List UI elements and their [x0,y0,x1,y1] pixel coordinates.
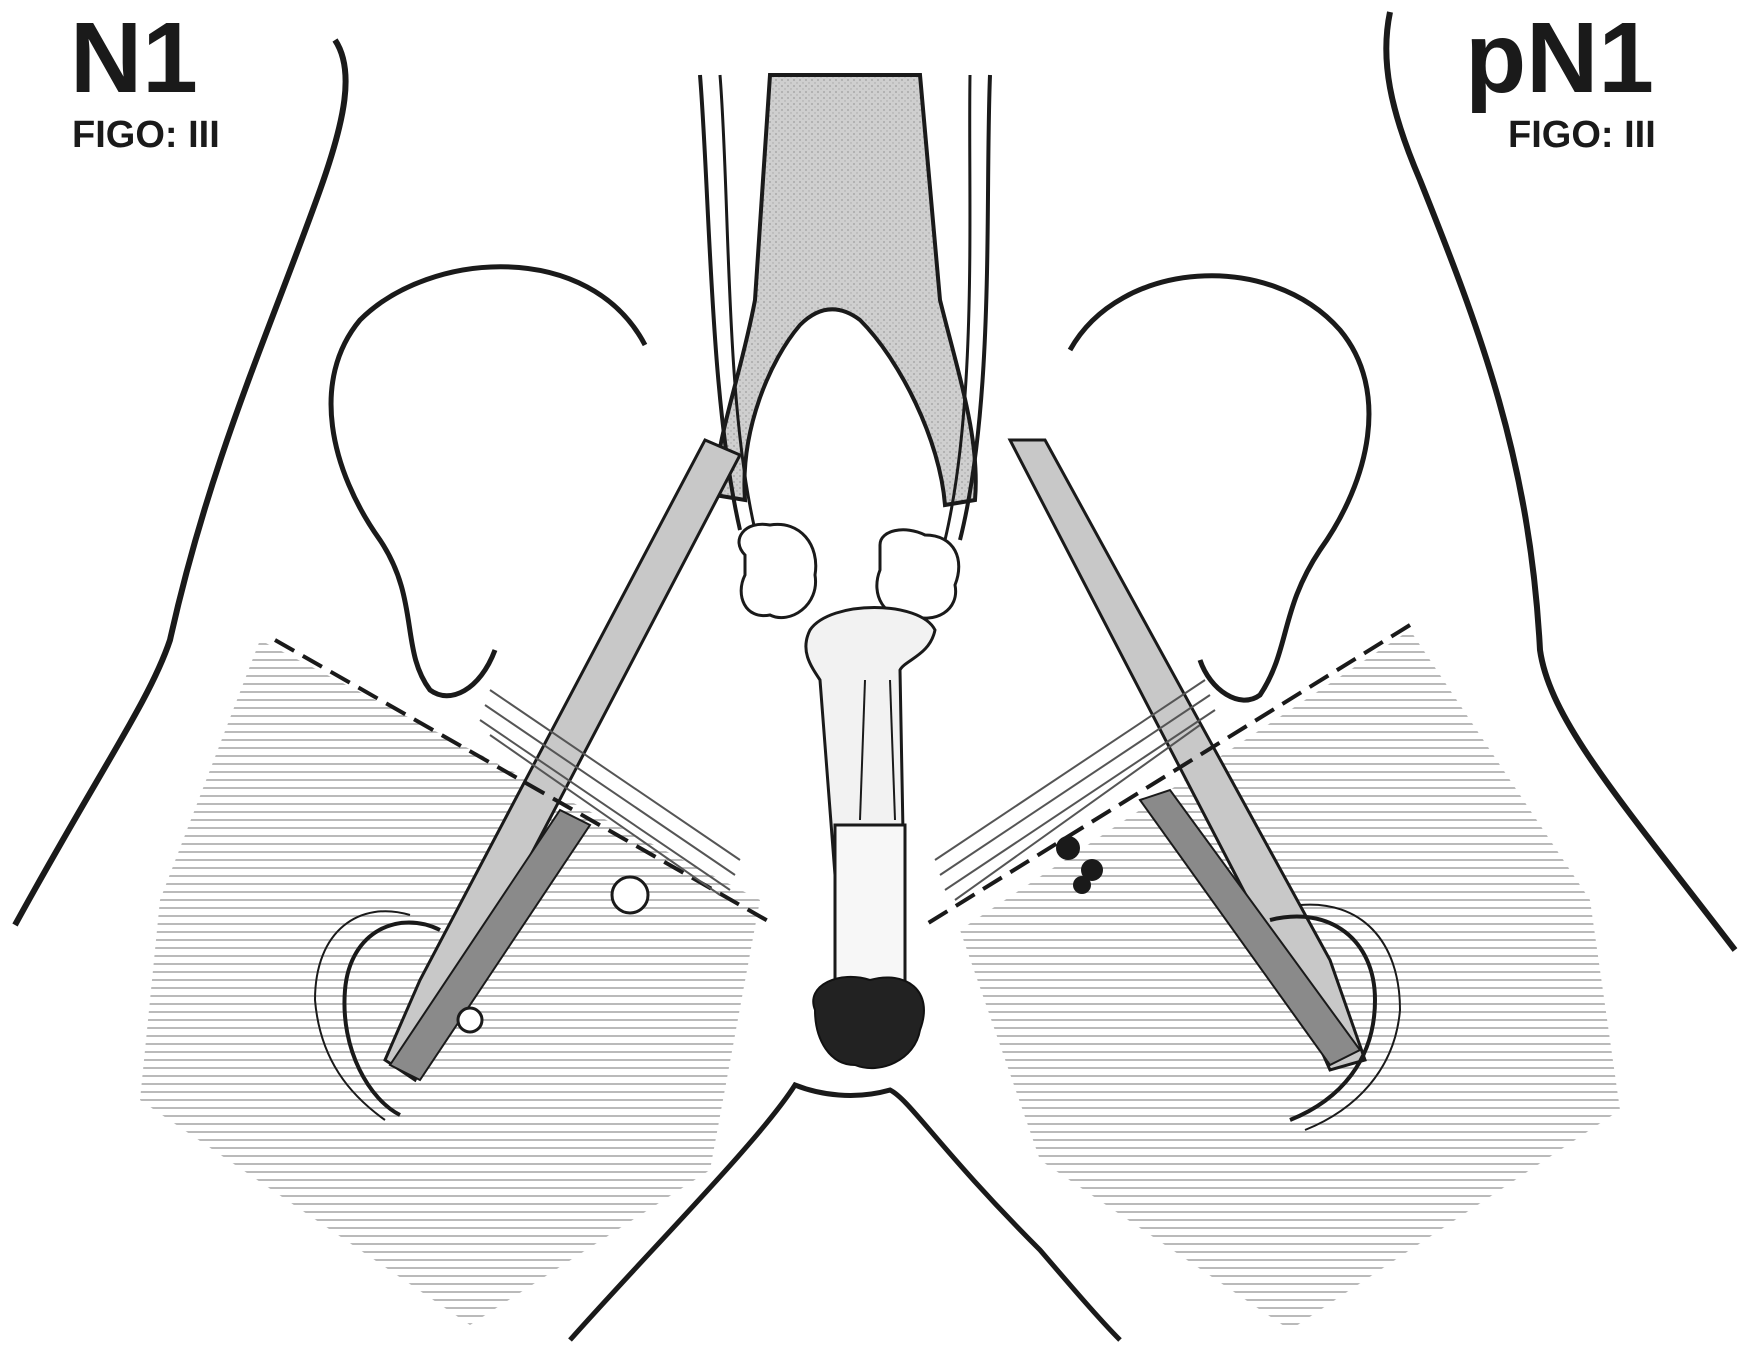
ovary-left [739,524,816,617]
kidney-left [331,267,645,696]
stage-label-right: pN1 [1465,8,1654,108]
positive-node-right-3 [1073,876,1091,894]
ovary-right [877,530,959,618]
stage-label-left: N1 [70,8,198,108]
figo-label-right: FIGO: III [1508,116,1656,154]
positive-node-right-1 [1056,836,1080,860]
lymph-node-left-small [458,1008,482,1032]
great-vessels [715,75,976,505]
figo-label-left: FIGO: III [72,116,220,154]
lymph-node-left [612,877,648,913]
tumor [813,977,924,1068]
vagina [835,825,905,985]
